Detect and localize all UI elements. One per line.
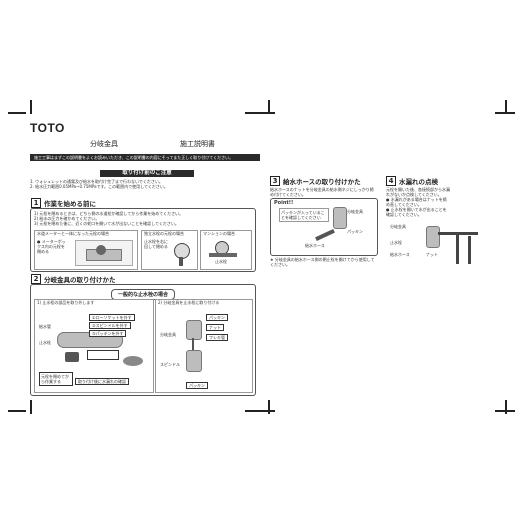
step-number: 1 — [31, 198, 41, 208]
crop-mark — [245, 400, 275, 412]
crop-mark — [495, 400, 515, 412]
step3-panel: Point!! パッキンが入っていることを確認してください 分岐金具 パッキン … — [270, 198, 378, 256]
step1-line: 2) 給水の圧力を確かめてください。 — [34, 216, 100, 221]
remove-parts-panel: 1) 止水栓の部品を取り外します 給水管 止水栓 ①ローソケットを外す ②スピン… — [34, 299, 154, 393]
part-label: 止水栓 — [390, 240, 402, 245]
fitting-illustration — [186, 320, 202, 340]
step-title: 作業を始める前に — [44, 200, 96, 208]
point-text: パッキンが入っていることを確認してください — [279, 208, 329, 222]
crop-mark — [245, 112, 275, 124]
step-number: 2 — [31, 274, 41, 284]
part-label: 分岐金具 — [347, 209, 363, 214]
step4-text: 元栓を開いた後、各接続部から水漏れがないか点検してください。 ● 水漏れがある場… — [386, 187, 450, 217]
part-label: パッキン — [206, 314, 228, 321]
crop-mark — [258, 400, 270, 414]
hose-illustration — [315, 228, 335, 242]
part-label: パッキン — [347, 229, 363, 234]
crop-mark — [20, 400, 32, 414]
part-label: パッキン — [186, 382, 208, 389]
part-label: 給水管 — [39, 324, 51, 329]
document-type: 施工説明書 — [180, 140, 215, 148]
part-label: スピンドル — [160, 362, 180, 367]
pipe-icon — [179, 257, 183, 266]
step4-header: 4 水漏れの点検 — [386, 176, 438, 186]
step-title: 分岐金具の取り付けかた — [44, 276, 116, 284]
part-label: 分岐金具 — [160, 332, 176, 337]
pipe-illustration — [468, 236, 471, 264]
crop-mark — [20, 100, 32, 114]
product-name: 分岐金具 — [90, 140, 118, 148]
brand-logo: TOTO — [30, 121, 65, 135]
step1-line: 1) 元栓を閉めるときは、どちら側の水道栓か確認してから作業を始めてください。 — [34, 211, 184, 216]
step3-intro-wrap: 給水ホースのナットを分岐金具の給水側ネジにしっかり締め付けてください。 — [270, 187, 376, 197]
step3-warning: ★ 分岐金具の給水ホース側の閉止栓を開けてから使用してください。 — [270, 257, 375, 267]
hose-illustration — [438, 232, 478, 235]
part-label: フレキ管 — [206, 334, 228, 341]
step2-panel: 一般的な止水栓の場合 1) 止水栓の部品を取り外します 給水管 止水栓 ①ローソ… — [30, 284, 256, 396]
meter-box-illustration — [75, 240, 133, 266]
panel-title: 水道メーターと一体になった元栓の場合 — [37, 231, 109, 236]
pipe-illustration — [456, 234, 459, 264]
panel-title: マンションの場合 — [203, 231, 235, 236]
precautions-title: 取り付け前のご注意 — [100, 170, 194, 177]
valve-icon — [96, 245, 106, 255]
part-label: ナット — [206, 324, 224, 331]
crop-mark — [495, 112, 515, 124]
sub-title: 1) 止水栓の部品を取り外します — [37, 300, 95, 305]
spindle-icon — [65, 352, 79, 362]
part-label: 給水ホース — [305, 243, 325, 248]
apartment-panel: マンションの場合 止水栓 — [200, 230, 252, 270]
panel-note: 止水栓 — [215, 259, 227, 264]
step-title: 給水ホースの取り付けかた — [283, 178, 361, 186]
fitting-illustration — [186, 350, 202, 372]
note: 元栓を閉めてから作業する — [39, 372, 73, 386]
point-label: Point!! — [274, 200, 294, 206]
sub-title: 2) 分岐金具を止水栓に取り付ける — [158, 300, 220, 305]
step3-warn-wrap: ★ 分岐金具の給水ホース側の閉止栓を開けてから使用してください。 — [270, 257, 378, 267]
step2-header: 2 分岐金具の取り付けかた — [31, 274, 116, 284]
note: ①ローソケットを外す — [89, 314, 135, 321]
part-label: 給水ホース — [390, 252, 410, 257]
panel-note: ● メーターボックス内の元栓を閉める — [37, 239, 66, 254]
step-title: 水漏れの点検 — [399, 178, 438, 186]
step4-line: ● 止水栓を開いて水が出ることを確認してください。 — [386, 207, 447, 217]
note: ②スピンドルを外す — [89, 322, 131, 329]
independent-valve-panel: 独立水栓の元栓の場合 止水栓を右に回して閉める — [141, 230, 198, 270]
step4-illustration: 分岐金具 止水栓 給水ホース ナット — [386, 222, 494, 270]
step-number: 4 — [386, 176, 396, 186]
part-label: 分岐金具 — [390, 224, 406, 229]
crop-mark — [8, 400, 26, 412]
meter-valve-panel: 水道メーターと一体になった元栓の場合 ● メーターボックス内の元栓を閉める — [34, 230, 138, 270]
crop-mark — [495, 400, 507, 414]
precautions-list: 1. ウォシュレットの通電及び給水を取付け完了まで行わないでください。 2. 給… — [30, 179, 252, 189]
fitting-illustration — [426, 226, 440, 248]
fitting-illustration — [333, 207, 347, 229]
pipe-icon — [209, 253, 237, 257]
nut-icon — [123, 356, 143, 366]
note: ③パッキンを外す — [89, 330, 127, 337]
precaution-item: 1. ウォシュレットの通電及び給水を取付け完了まで行わないでください。 — [30, 179, 163, 184]
step1-panel: 1) 元栓を閉めるときは、どちら側の水道栓か確認してから作業を始めてください。 … — [30, 208, 256, 272]
crop-mark — [258, 100, 270, 114]
step3-intro: 給水ホースのナットを分岐金具の給水側ネジにしっかり締め付けてください。 — [270, 187, 374, 197]
crop-mark — [8, 112, 26, 124]
step1-header: 1 作業を始める前に — [31, 198, 96, 208]
connector-line — [192, 338, 194, 350]
part-label: ナット — [426, 252, 438, 257]
step4-line: 元栓を開いた後、各接続部から水漏れがないか点検してください。 — [386, 187, 450, 197]
crop-mark — [495, 100, 507, 114]
step-number: 3 — [270, 176, 280, 186]
notice-bar: 施工工事はまずこの説明書をよくお読みいただき、この説明書の内容にそってまた正しく… — [30, 154, 260, 161]
precaution-item: 2. 給水圧力範囲0.05MPa~0.75MPaです。この範囲内で使用してくださ… — [30, 184, 168, 189]
note-box — [87, 350, 119, 360]
step4-line: ● 水漏れがある場合はナットを締め直してください。 — [386, 197, 447, 207]
panel-title: 独立水栓の元栓の場合 — [144, 231, 184, 236]
step1-line: 3) 元栓を閉めた後に、近くの蛇口を開いて水が出ないことを確認してください。 — [34, 221, 179, 226]
panel-note: 止水栓を右に回して閉める — [144, 239, 168, 249]
step1-text: 1) 元栓を閉めるときは、どちら側の水道栓か確認してから作業を始めてください。 … — [34, 211, 183, 226]
part-label: 止水栓 — [39, 340, 51, 345]
note: 取り付け後に水漏れの確認 — [75, 378, 129, 385]
step3-header: 3 給水ホースの取り付けかた — [270, 176, 361, 186]
attach-fitting-panel: 2) 分岐金具を止水栓に取り付ける 分岐金具 スピンドル パッキン ナット フレ… — [155, 299, 253, 393]
